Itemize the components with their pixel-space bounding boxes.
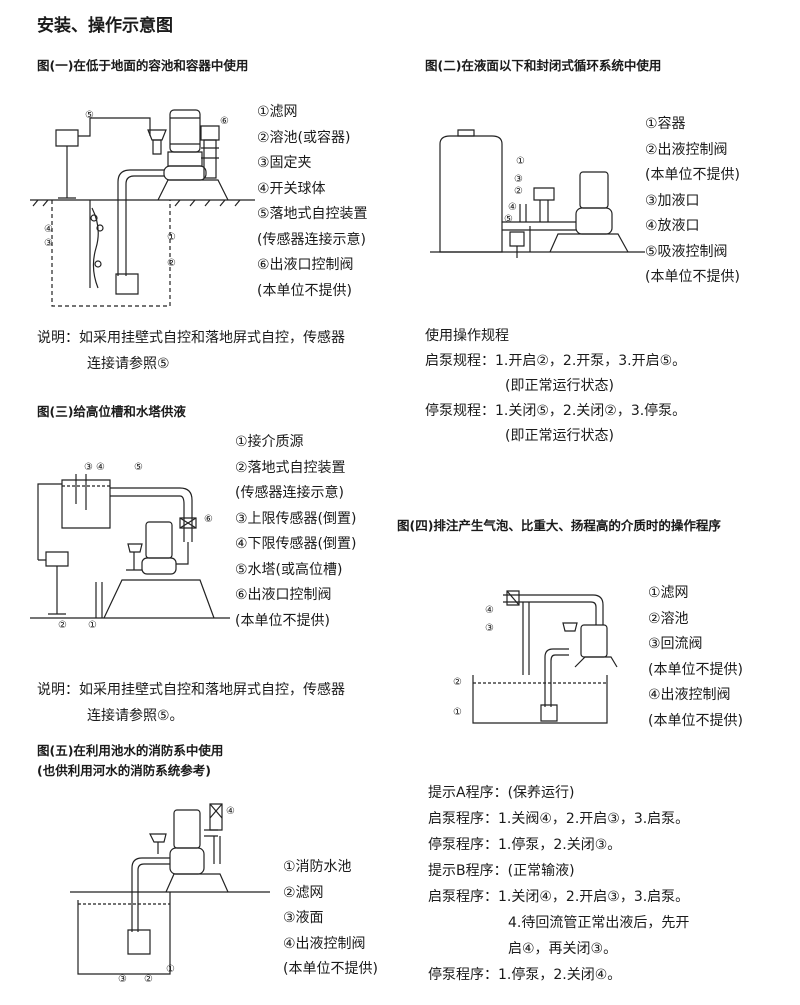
- fig5-title-line: (也供利用河水的消防系统参考): [37, 763, 211, 778]
- fig3-legend-item: ③上限传感器(倒置): [235, 510, 357, 527]
- fig1-note-line: 说明：如采用挂壁式自控和落地屏式自控，传感器: [37, 330, 345, 346]
- fig4-rule-line: 启泵程序：1.关阀④，2.开启③，3.启泵。: [428, 811, 690, 827]
- fig4-rules: 提示A程序：(保养运行) 启泵程序：1.关阀④，2.开启③，3.启泵。 停泵程序…: [428, 780, 689, 988]
- fig3-note-line: 说明：如采用挂壁式自控和落地屏式自控，传感器: [37, 682, 345, 698]
- fig2-marker-4: ④: [508, 202, 517, 213]
- fig3-marker-4: ④: [96, 462, 105, 473]
- fig3-title: 图(三)给高位槽和水塔供液: [37, 404, 186, 419]
- fig1-legend: ①滤网 ②溶池(或容器) ③固定夹 ④开关球体 ⑤落地式自控装置 (传感器连接示…: [257, 100, 368, 304]
- fig5-marker-3: ③: [118, 974, 127, 985]
- fig2-marker-1: ①: [516, 156, 525, 167]
- fig2-rule-line: (即正常运行状态): [505, 428, 614, 444]
- fig4-legend-item: ④出液控制阀: [648, 687, 731, 703]
- fig1-legend-item: ⑥出液口控制阀: [257, 257, 354, 273]
- fig5-title-line: 图(五)在利用池水的消防系中使用: [37, 743, 224, 758]
- fig3-marker-3: ③: [84, 462, 93, 473]
- fig2-marker-2: ②: [514, 186, 523, 197]
- fig2-legend-item: (本单位不提供): [645, 269, 740, 285]
- fig3-legend-item: ①接介质源: [235, 434, 304, 450]
- fig3-marker-5: ⑤: [134, 462, 143, 473]
- page-title: 安装、操作示意图: [37, 16, 173, 36]
- fig3-legend: ①接介质源 ②落地式自控装置 (传感器连接示意) ③上限传感器(倒置) ④下限传…: [235, 430, 356, 634]
- fig1-marker-2: ②: [167, 258, 176, 269]
- fig3-legend-item: (本单位不提供): [235, 612, 330, 629]
- fig1-legend-item: (本单位不提供): [257, 282, 352, 299]
- fig2-diagram: ① ③ ② ④ ⑤: [430, 130, 645, 280]
- fig1-diagram: ⑤ ⑥ ① ② ③ ④: [30, 88, 255, 313]
- fig2-rules-heading: 使用操作规程: [425, 328, 509, 344]
- fig3-marker-1: ①: [88, 620, 97, 631]
- fig3-legend-item: ⑥出液口控制阀: [235, 587, 332, 603]
- fig1-marker-4: ④: [44, 224, 53, 235]
- fig3-legend-item: ④下限传感器(倒置): [235, 536, 357, 552]
- fig1-legend-item: ④开关球体: [257, 180, 326, 197]
- fig2-legend-item: ②出液控制阀: [645, 141, 728, 158]
- fig5-legend-item: ③液面: [283, 910, 324, 926]
- fig5-legend-item: ④出液控制阀: [283, 935, 366, 952]
- fig4-legend-item: ②溶池: [648, 610, 689, 627]
- fig2-legend-item: ③加液口: [645, 192, 700, 209]
- fig3-marker-6: ⑥: [204, 514, 213, 525]
- fig4-marker-2: ②: [453, 677, 462, 688]
- fig3-legend-item: ②落地式自控装置: [235, 459, 346, 476]
- fig5-legend: ①消防水池 ②滤网 ③液面 ④出液控制阀 (本单位不提供): [283, 855, 378, 983]
- fig1-marker-5: ⑤: [85, 110, 94, 121]
- fig4-rule-line: 提示A程序：(保养运行): [428, 785, 575, 801]
- fig4-legend-item: (本单位不提供): [648, 661, 743, 678]
- fig3-diagram: ③ ④ ⑤ ⑥ ② ①: [30, 462, 230, 631]
- fig4-diagram: ④ ③ ② ①: [453, 575, 635, 725]
- fig2-marker-5: ⑤: [504, 214, 513, 225]
- fig4-legend-item: ①滤网: [648, 585, 689, 601]
- fig1-marker-6: ⑥: [220, 116, 229, 127]
- fig2-rules: 使用操作规程 启泵规程：1.开启②，2.开泵，3.开启⑤。 (即正常运行状态) …: [425, 324, 686, 449]
- fig1-legend-item: ②溶池(或容器): [257, 129, 351, 146]
- fig5-marker-2: ②: [144, 974, 153, 985]
- fig4-legend-item: (本单位不提供): [648, 712, 743, 729]
- fig1-marker-3: ③: [44, 238, 53, 249]
- fig4-marker-1: ①: [453, 707, 462, 718]
- fig1-title: 图(一)在低于地面的容池和容器中使用: [37, 58, 249, 73]
- fig4-rule-line: 停泵程序：1.停泵，2.关闭③。: [428, 837, 622, 853]
- fig4-rule-line: 启④，再关闭③。: [508, 941, 618, 957]
- fig2-title: 图(二)在液面以下和封闭式循环系统中使用: [425, 58, 662, 73]
- fig4-title: 图(四)排注产生气泡、比重大、扬程高的介质时的操作程序: [397, 518, 721, 533]
- fig2-rule-line: (即正常运行状态): [505, 378, 614, 394]
- fig1-legend-item: ⑤落地式自控装置: [257, 206, 368, 222]
- fig5-marker-1: ①: [166, 964, 175, 975]
- fig3-legend-item: (传感器连接示意): [235, 485, 344, 501]
- fig5-legend-item: ①消防水池: [283, 859, 352, 875]
- fig2-legend-item: ⑤吸液控制阀: [645, 243, 728, 260]
- fig2-legend-item: ④放液口: [645, 218, 700, 234]
- fig2-legend-item: ①容器: [645, 116, 686, 132]
- fig5-legend-item: ②滤网: [283, 884, 324, 901]
- fig3-note: 说明：如采用挂壁式自控和落地屏式自控，传感器 连接请参照⑤。: [37, 677, 345, 729]
- fig5-legend-item: (本单位不提供): [283, 961, 378, 977]
- fig4-marker-3: ③: [485, 623, 494, 634]
- fig1-marker-1: ①: [167, 232, 176, 243]
- fig1-note-line: 连接请参照⑤: [87, 356, 170, 372]
- fig4-rule-line: 提示B程序：(正常输液): [428, 863, 575, 879]
- fig2-legend-item: (本单位不提供): [645, 167, 740, 183]
- fig4-legend: ①滤网 ②溶池 ③回流阀 (本单位不提供) ④出液控制阀 (本单位不提供): [648, 581, 743, 734]
- fig3-legend-item: ⑤水塔(或高位槽): [235, 561, 343, 578]
- fig1-legend-item: (传感器连接示意): [257, 231, 366, 248]
- fig4-rule-line: 停泵程序：1.停泵，2.关闭④。: [428, 967, 622, 983]
- fig1-legend-item: ①滤网: [257, 104, 298, 120]
- fig5-diagram: ④ ③ ② ①: [70, 800, 270, 985]
- fig2-legend: ①容器 ②出液控制阀 (本单位不提供) ③加液口 ④放液口 ⑤吸液控制阀 (本单…: [645, 112, 740, 291]
- fig4-rule-line: 4.待回流管正常出液后，先开: [508, 915, 690, 931]
- fig2-rule-line: 停泵规程：1.关闭⑤，2.关闭②，3.停泵。: [425, 403, 687, 419]
- fig4-marker-4: ④: [485, 605, 494, 616]
- fig1-note: 说明：如采用挂壁式自控和落地屏式自控，传感器 连接请参照⑤: [37, 325, 345, 377]
- fig3-note-line: 连接请参照⑤。: [87, 708, 184, 724]
- fig4-legend-item: ③回流阀: [648, 636, 703, 652]
- fig2-marker-3: ③: [514, 174, 523, 185]
- fig5-title: 图(五)在利用池水的消防系中使用 (也供利用河水的消防系统参考): [37, 741, 223, 781]
- fig5-marker-4: ④: [226, 806, 235, 817]
- fig3-marker-2: ②: [58, 620, 67, 631]
- fig2-rule-line: 启泵规程：1.开启②，2.开泵，3.开启⑤。: [425, 353, 687, 369]
- fig4-rule-line: 启泵程序：1.关闭④，2.开启③，3.启泵。: [428, 889, 690, 905]
- fig1-legend-item: ③固定夹: [257, 155, 312, 171]
